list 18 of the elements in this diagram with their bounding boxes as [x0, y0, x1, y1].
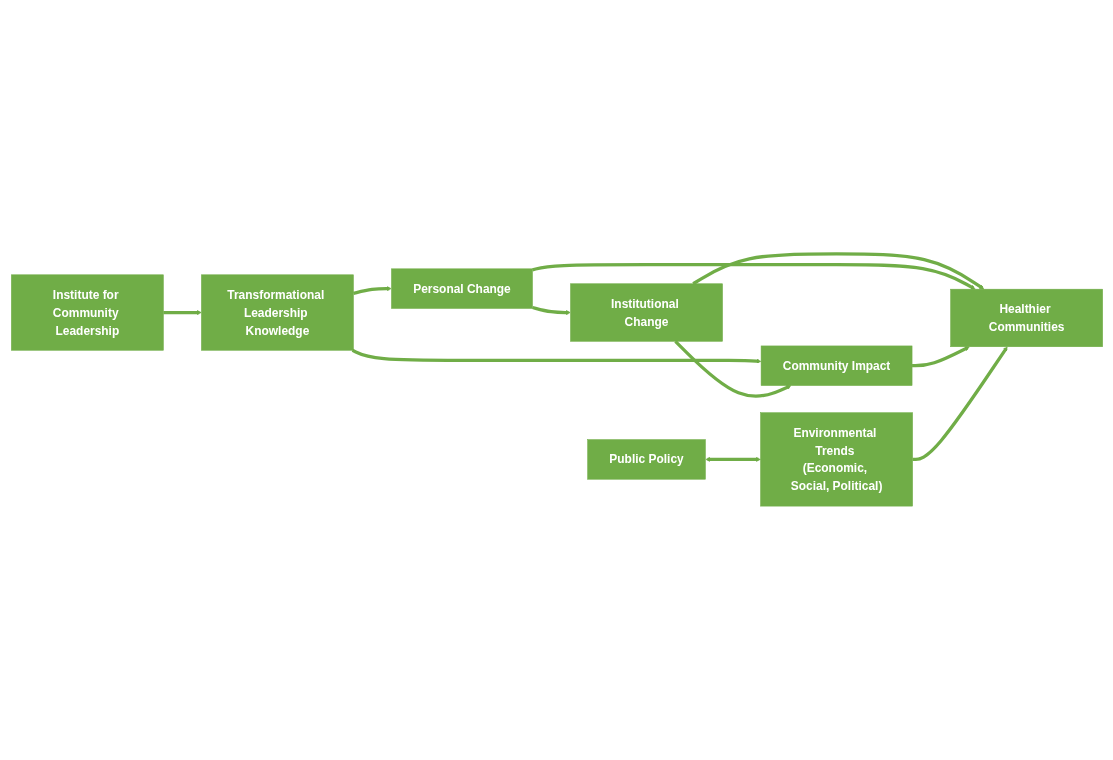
node-box: Institute for Community Leadership: [10, 274, 164, 351]
arrow: [912, 346, 1007, 462]
arrow: [673, 340, 791, 398]
arrow: [531, 263, 975, 290]
node-box: Healthier Communities: [949, 288, 1103, 347]
arrow: [351, 348, 761, 364]
node-box: Environmental Trends (Economic, Social, Political): [759, 412, 913, 507]
arrow: [911, 346, 970, 368]
node-box: Community Impact: [760, 345, 912, 386]
arrow: [531, 305, 571, 315]
arrow: [691, 252, 984, 290]
node-box: Personal Change: [390, 268, 533, 309]
arrow: [162, 310, 202, 315]
node-box: Public Policy: [586, 439, 706, 480]
node-box: Transformational Leadership Knowledge: [200, 274, 354, 351]
arrow: [352, 286, 392, 295]
arrow: [704, 457, 761, 462]
node-box: Institutional Change: [569, 283, 723, 342]
